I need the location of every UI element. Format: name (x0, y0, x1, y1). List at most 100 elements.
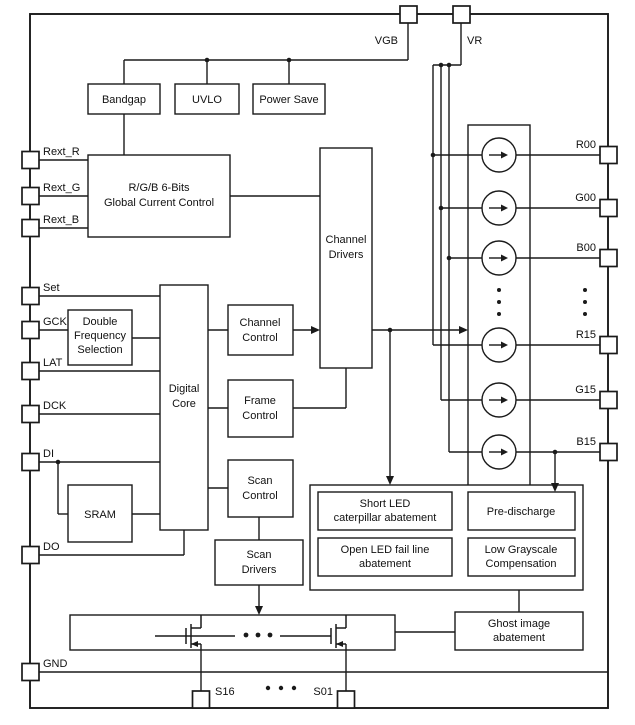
block-label: Scan (246, 549, 271, 561)
pin-label: DCK (43, 400, 67, 412)
current-source-icon (481, 327, 517, 363)
pin-rext-r: Rext_R (21, 146, 80, 170)
pin-rext-b: Rext_B (21, 214, 79, 238)
pin-label: GND (43, 658, 68, 670)
block-channel-control: Channel Control (227, 304, 294, 356)
block-label: Power Save (259, 94, 318, 106)
pin-label: S01 (313, 686, 333, 698)
pin-label: LAT (43, 357, 63, 369)
pin-label: Rext_B (43, 214, 79, 226)
pin-label: VGB (375, 35, 398, 47)
block-label: Selection (77, 344, 122, 356)
pin-vgb: VGB (375, 5, 418, 47)
current-source-icon (481, 190, 517, 226)
block-label: Core (172, 398, 196, 410)
block-open-led-abatement: Open LED fail line abatement (317, 537, 453, 577)
pin-label: R15 (576, 329, 596, 341)
pin-lat: LAT (21, 357, 63, 381)
block-channel-drivers: Channel Drivers (319, 147, 373, 369)
block-label: Frequency (74, 330, 126, 342)
chip-boundary (29, 13, 609, 709)
connection-wires (38, 23, 608, 691)
current-source-icon (481, 240, 517, 276)
block-short-led-abatement: Short LED caterpillar abatement (317, 491, 453, 531)
pin-vr: VR (452, 5, 482, 47)
pin-rext-g: Rext_G (21, 182, 80, 206)
block-label: Digital (169, 383, 200, 395)
pin-set: Set (21, 282, 60, 306)
pin-g00: G00 (575, 192, 618, 218)
pin-label: DI (43, 448, 54, 460)
block-frame-control: Frame Control (227, 379, 294, 438)
pin-gnd: GND (21, 658, 68, 682)
block-label: Ghost image (488, 618, 550, 630)
block-label: Pre-discharge (487, 506, 555, 518)
mosfet-switch-s01 (330, 615, 347, 648)
pin-label: VR (467, 35, 482, 47)
block-label: Frame (244, 395, 276, 407)
pin-di: DI (21, 448, 54, 472)
block-label: UVLO (192, 94, 222, 106)
block-low-grayscale-compensation: Low Grayscale Compensation (467, 537, 576, 577)
pin-label: B15 (576, 436, 596, 448)
current-source-array-box (467, 124, 531, 488)
pin-label: G15 (575, 384, 596, 396)
pin-label: R00 (576, 139, 596, 151)
pin-label: G00 (575, 192, 596, 204)
pin-r00: R00 (576, 139, 618, 165)
pin-dck: DCK (21, 400, 67, 424)
block-double-frequency-selection: Double Frequency Selection (67, 309, 133, 366)
pin-g15: G15 (575, 384, 618, 410)
ellipsis-dots (243, 288, 587, 691)
block-label: Scan (247, 475, 272, 487)
block-label: Drivers (329, 249, 364, 261)
pin-label: DO (43, 541, 60, 553)
block-power-save: Power Save (252, 83, 326, 115)
block-label: Compensation (486, 558, 557, 570)
current-source-icon (481, 137, 517, 173)
block-label: Control (242, 332, 277, 344)
block-pre-discharge: Pre-discharge (467, 491, 576, 531)
block-scan-control: Scan Control (227, 459, 294, 518)
block-label: Drivers (242, 564, 277, 576)
block-digital-core: Digital Core (159, 284, 209, 531)
block-label: R/G/B 6-Bits (128, 182, 190, 194)
block-global-current-control: R/G/B 6-Bits Global Current Control (87, 154, 231, 238)
arrowheads (255, 326, 559, 615)
block-label: Global Current Control (104, 197, 214, 209)
block-ghost-image-abatement: Ghost image abatement (454, 611, 584, 651)
block-label: Channel (326, 234, 367, 246)
pin-b00: B00 (576, 242, 618, 268)
block-label: Bandgap (102, 94, 146, 106)
pin-label: Rext_G (43, 182, 80, 194)
pin-label: GCK (43, 316, 68, 328)
pin-label: S16 (215, 686, 235, 698)
pin-label: Rext_R (43, 146, 80, 158)
pin-b15: B15 (576, 436, 618, 462)
block-uvlo: UVLO (174, 83, 240, 115)
pin-label: Set (43, 282, 60, 294)
current-source-icon (481, 434, 517, 470)
block-label: Short LED (360, 498, 411, 510)
block-label: abatement (493, 632, 545, 644)
block-label: Control (242, 410, 277, 422)
pin-r15: R15 (576, 329, 618, 355)
pin-s01: S01 (313, 686, 356, 709)
mosfet-switch-s16 (185, 615, 202, 648)
pin-s16: S16 (191, 686, 235, 709)
block-label: Open LED fail line (341, 544, 430, 556)
block-label: Channel (240, 317, 281, 329)
block-scan-drivers: Scan Drivers (214, 539, 304, 586)
block-bandgap: Bandgap (87, 83, 161, 115)
block-label: SRAM (84, 509, 116, 521)
pin-do: DO (21, 541, 60, 565)
current-source-icons (481, 137, 517, 470)
junction-dots (55, 57, 558, 465)
block-label: caterpillar abatement (334, 512, 437, 524)
current-source-icon (481, 382, 517, 418)
pin-label: B00 (576, 242, 596, 254)
block-label: abatement (359, 558, 411, 570)
pin-gck: GCK (21, 316, 68, 340)
